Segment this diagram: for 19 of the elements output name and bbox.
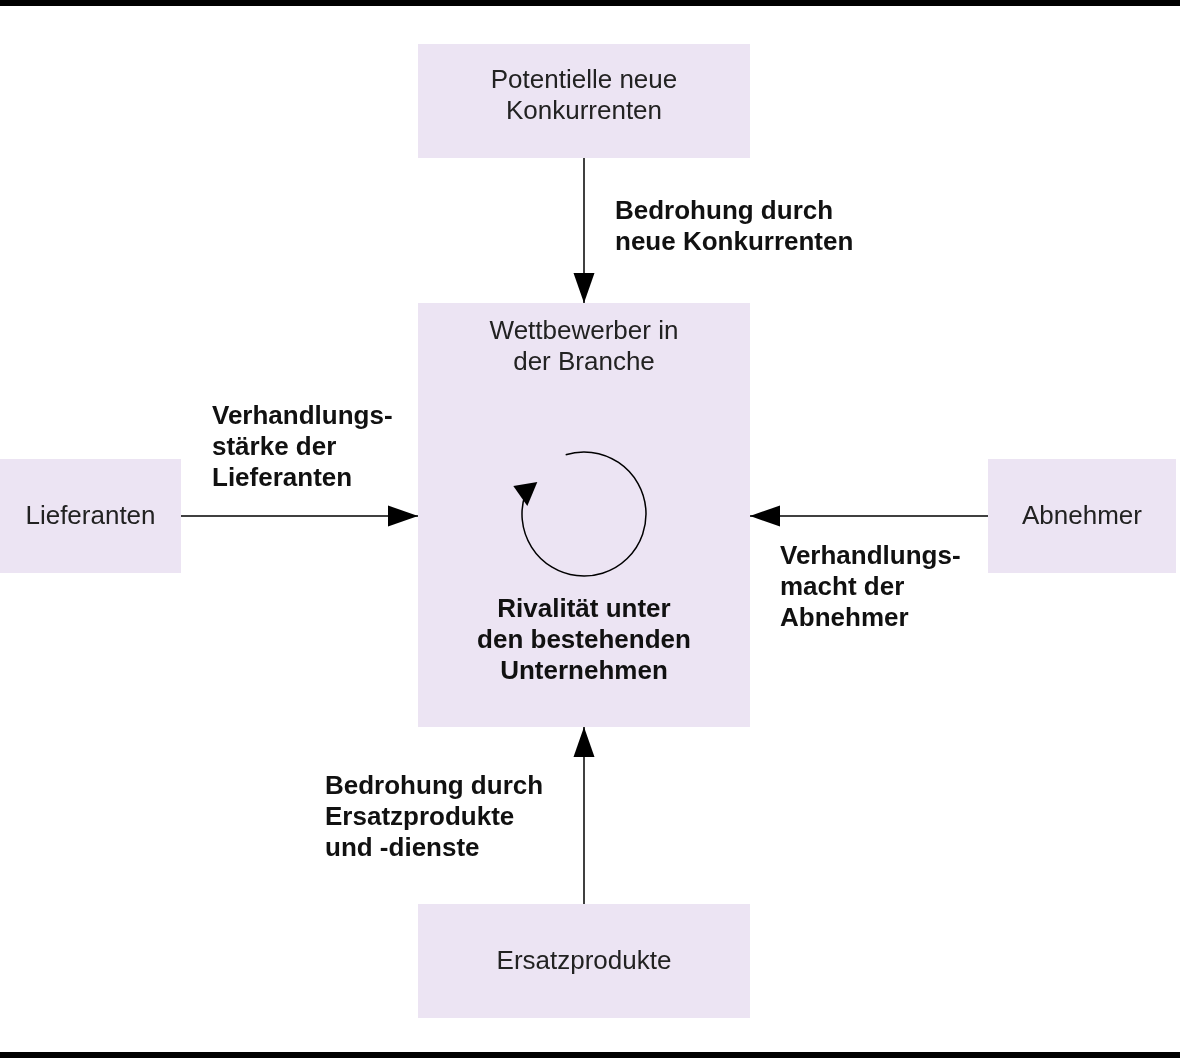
force-box: [418, 44, 750, 158]
edge-label: Bedrohung durch Ersatzprodukte und -dienste: [325, 770, 545, 863]
center-box: [418, 303, 750, 727]
edge-label: Bedrohung durch neue Konkurrenten: [615, 195, 855, 257]
node-title: Potentielle neue Konkurrenten: [489, 64, 679, 126]
arrow: [573, 157, 595, 304]
node-subtitle: Rivalität unter den bestehenden Unternehmen: [476, 593, 692, 686]
node-title: Ersatzprodukte: [495, 945, 673, 976]
force-box: [988, 459, 1176, 573]
force-box: [418, 904, 750, 1018]
force-box: [0, 459, 181, 573]
edge-label: Verhandlungs- stärke der Lieferanten: [212, 400, 394, 493]
edge-label: Verhandlungs- macht der Abnehmer: [780, 540, 962, 633]
arrow: [180, 505, 419, 527]
arrow: [749, 505, 989, 527]
node-title: Lieferanten: [24, 500, 157, 531]
node-title: Wettbewerber in der Branche: [488, 315, 680, 377]
arrow: [573, 726, 595, 905]
node-title: Abnehmer: [1021, 500, 1143, 531]
